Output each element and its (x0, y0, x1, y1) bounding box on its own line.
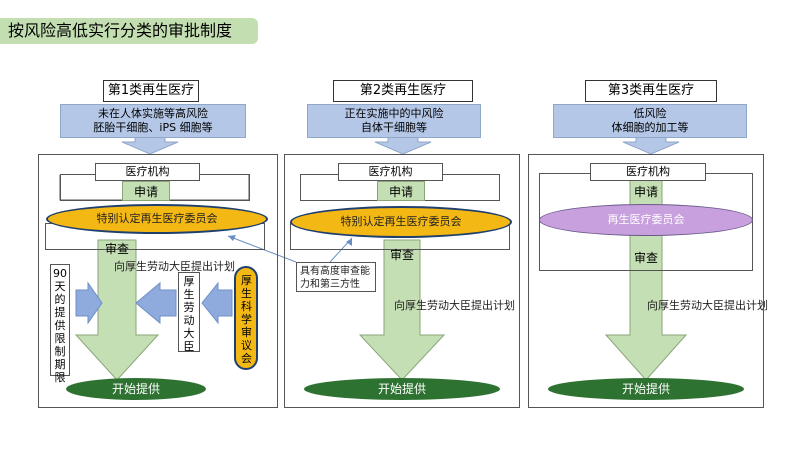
panel-1-apply-label: 申请 (133, 185, 158, 199)
panel-2-apply-label: 申请 (388, 185, 413, 199)
panel-2-committee: 特别认定再生医疗委员会 (290, 206, 512, 238)
panel-3-submit-plan: 向厚生劳动大臣提出计划 (647, 299, 768, 312)
panel-category-3 (528, 154, 764, 408)
panel-2-medical-institution: 医疗机构 (338, 163, 443, 181)
category-3-desc-line2: 体细胞的加工等 (611, 121, 689, 134)
panel-1-committee: 特别认定再生医疗委员会 (46, 204, 268, 234)
category-2-title: 第2类再生医疗 (333, 80, 473, 102)
category-2-desc: 正在实施中的中风险 自体干细胞等 (307, 104, 481, 138)
category-1-title: 第1类再生医疗 (103, 80, 199, 102)
panel-1-minister-box: 厚生劳动大臣 (178, 272, 200, 353)
panel-1-apply-box (122, 181, 170, 201)
panel-3-committee: 再生医疗委员会 (539, 204, 753, 236)
panel-1-start: 开始提供 (66, 378, 206, 400)
panel-2-callout-box: 具有高度审查能力和第三方性 (296, 262, 376, 292)
panel-2-start: 开始提供 (304, 378, 500, 400)
category-2-desc-line1: 正在实施中的中风险 (344, 107, 444, 120)
category-3-title: 第3类再生医疗 (585, 80, 717, 102)
category-2-down-arrow (374, 136, 432, 155)
category-3-desc: 低风险 体细胞的加工等 (553, 104, 747, 138)
category-1-desc-line2: 胚胎干细胞、iPS 细胞等 (93, 121, 213, 134)
panel-1-left-arrow (75, 281, 103, 325)
category-2-desc-line2: 自体干细胞等 (361, 121, 427, 134)
category-3-desc-line1: 低风险 (633, 107, 667, 120)
panel-1-main-arrow (74, 239, 160, 381)
panel-3-medical-institution: 医疗机构 (590, 163, 706, 181)
panel-1-limit-box: 90天的提供限制期限 (50, 264, 70, 384)
panel-1-review-label: 审查 (104, 242, 129, 256)
panel-2-apply-box (377, 181, 425, 201)
panel-3-review-label: 审查 (633, 251, 658, 265)
page-title: 按风险高低实行分类的审批制度 (0, 18, 258, 44)
category-3-down-arrow (622, 136, 680, 155)
panel-category-2 (284, 154, 520, 408)
panel-2-review-label: 审查 (389, 248, 414, 262)
panel-1-medical-institution: 医疗机构 (95, 163, 200, 181)
panel-3-start: 开始提供 (548, 378, 744, 400)
panel-category-1 (38, 154, 278, 408)
panel-2-main-arrow (358, 239, 446, 381)
category-1-desc: 未在人体实施等高风险 胚胎干细胞、iPS 细胞等 (60, 104, 246, 138)
panel-1-right-arrow (135, 281, 177, 325)
panel-1-submit-plan: 向厚生劳动大臣提出计划 (114, 260, 235, 273)
category-1-desc-line1: 未在人体实施等高风险 (98, 107, 208, 120)
panel-3-apply-label: 申请 (633, 185, 658, 199)
panel-1-council-arrow (201, 281, 233, 325)
panel-2-submit-plan: 向厚生劳动大臣提出计划 (394, 299, 515, 312)
panel-1-council: 厚生科学审议会 (234, 266, 258, 370)
